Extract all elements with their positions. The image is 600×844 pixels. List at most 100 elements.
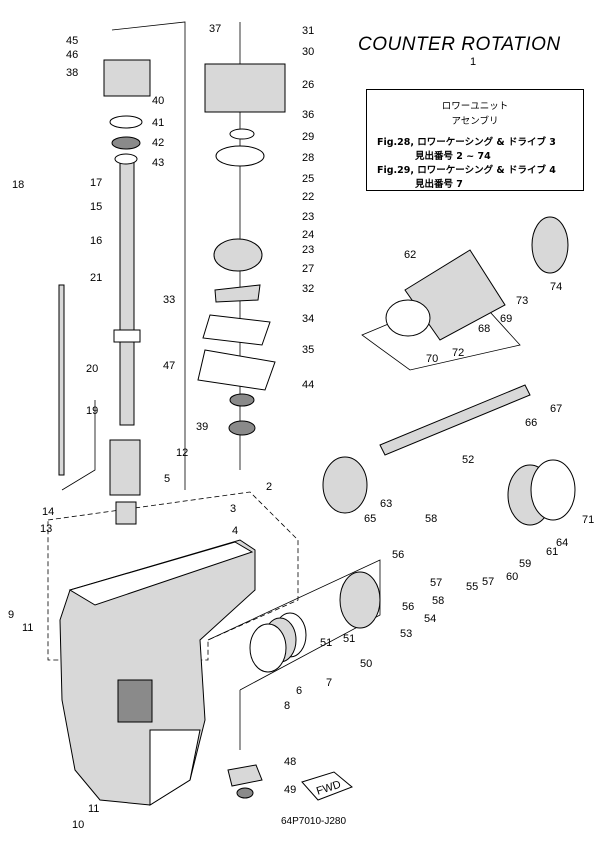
lower-case-top-plate: [68, 541, 254, 606]
callout-label: 10: [72, 819, 84, 831]
callout-label: 55: [466, 581, 478, 593]
reverse-gear-65: [322, 456, 368, 514]
callout-label: 33: [163, 294, 175, 306]
callout-label: 11: [22, 622, 33, 634]
callout-label: 59: [519, 558, 531, 570]
oring-70: [385, 299, 431, 337]
callout-label: 69: [500, 313, 512, 325]
callout-label: 65: [364, 513, 376, 525]
callout-label: 64: [556, 537, 568, 549]
callout-label: 73: [516, 295, 528, 307]
oil-seal-44: [229, 393, 255, 407]
callout-label: 66: [525, 417, 537, 429]
callout-label: 23: [302, 211, 314, 223]
callout-label: 7: [326, 677, 332, 689]
callout-label: 58: [432, 595, 444, 607]
callout-label: 61: [546, 546, 558, 558]
info-line-5: Fig.29, ロワーケーシング & ドライブ 4: [377, 165, 556, 176]
drive-shaft-collar: [113, 329, 141, 343]
callout-label: 43: [152, 157, 164, 169]
callout-label: 28: [302, 152, 314, 164]
impeller-32: [214, 284, 261, 303]
callout-label: 2: [266, 481, 272, 493]
callout-label: 68: [478, 323, 490, 335]
callout-label: 37: [209, 23, 221, 35]
outer-plate-34: [202, 314, 271, 346]
lower-case-body: [59, 539, 256, 806]
shim-71: [530, 459, 576, 521]
water-pump-housing: [204, 63, 286, 113]
callout-label: 42: [152, 137, 164, 149]
diagram-code: 64P7010-J280: [281, 816, 347, 827]
callout-label: 48: [284, 756, 296, 768]
callout-label: 70: [426, 353, 438, 365]
info-line-6: 見出番号 7: [415, 179, 463, 190]
callout-label: 16: [90, 235, 102, 247]
callout-label: 51: [343, 633, 355, 645]
callout-label: 60: [506, 571, 518, 583]
callout-label: 22: [302, 191, 314, 203]
callout-label: 54: [424, 613, 436, 625]
oring-29: [229, 128, 255, 140]
callout-label: 29: [302, 131, 314, 143]
callout-label: 47: [163, 360, 175, 372]
oil-seal-39: [228, 420, 256, 436]
pinion-48: [227, 764, 263, 787]
insert-cartridge-27: [213, 238, 263, 272]
diagram-title: COUNTER ROTATION: [358, 34, 561, 55]
callout-label: 13: [40, 523, 52, 535]
info-line-3: Fig.28, ロワーケーシング & ドライブ 3: [377, 137, 556, 148]
info-line-1: ロワーユニット: [441, 101, 509, 112]
callout-label: 72: [452, 347, 464, 359]
callout-label: 20: [86, 363, 98, 375]
assembly-frame-left: [111, 21, 186, 490]
callout-label: 56: [392, 549, 404, 561]
callout-label: 15: [90, 201, 102, 213]
callout-label: 21: [90, 272, 102, 284]
callout-label: 49: [284, 784, 296, 796]
callout-label: 3: [230, 503, 236, 515]
callout-label: 53: [400, 628, 412, 640]
race-8: [249, 623, 287, 673]
callout-label: 18: [12, 179, 24, 191]
callout-label: 45: [66, 35, 78, 47]
callout-label: 5: [164, 473, 170, 485]
callout-label: 74: [550, 281, 562, 293]
callout-label: 17: [90, 177, 102, 189]
callout-labels: 4546384041424317181516211920125141391110…: [8, 23, 594, 831]
bushing-sleeve: [109, 439, 141, 496]
bearing-42: [111, 136, 141, 150]
callout-label: 12: [176, 447, 188, 459]
callout-label: 35: [302, 344, 314, 356]
pinion-gear-53: [339, 571, 381, 629]
gear-group-frame: [207, 559, 381, 691]
callout-label: 11: [88, 803, 99, 815]
callout-label: 6: [296, 685, 302, 697]
callout-label: 58: [425, 513, 437, 525]
propeller-shaft-52: [379, 384, 531, 456]
callout-label: 24: [302, 229, 314, 241]
callout-label: 44: [302, 379, 314, 391]
callout-label: 50: [360, 658, 372, 670]
lower-case-fin: [149, 729, 201, 806]
callout-label: 40: [152, 95, 164, 107]
info-box: ロワーユニット アセンブリ Fig.28, ロワーケーシング & ドライブ 3 …: [366, 89, 584, 191]
seal-43: [114, 153, 138, 165]
callout-label: 14: [42, 506, 54, 518]
callout-label: 30: [302, 46, 314, 58]
gasket-35: [197, 349, 276, 391]
gasket-28: [215, 145, 265, 167]
callout-label: 71: [582, 514, 594, 526]
callout-label: 57: [430, 577, 442, 589]
drive-shaft: [119, 159, 135, 426]
nut-49: [236, 787, 254, 799]
callout-label: 62: [404, 249, 416, 261]
thrust-bearing-74: [531, 216, 569, 274]
callout-label: 26: [302, 79, 314, 91]
callout-label: 41: [152, 117, 164, 129]
callout-label: 27: [302, 263, 314, 275]
washer-41: [109, 115, 143, 129]
callout-label: 34: [302, 313, 314, 325]
callout-label: 57: [482, 576, 494, 588]
